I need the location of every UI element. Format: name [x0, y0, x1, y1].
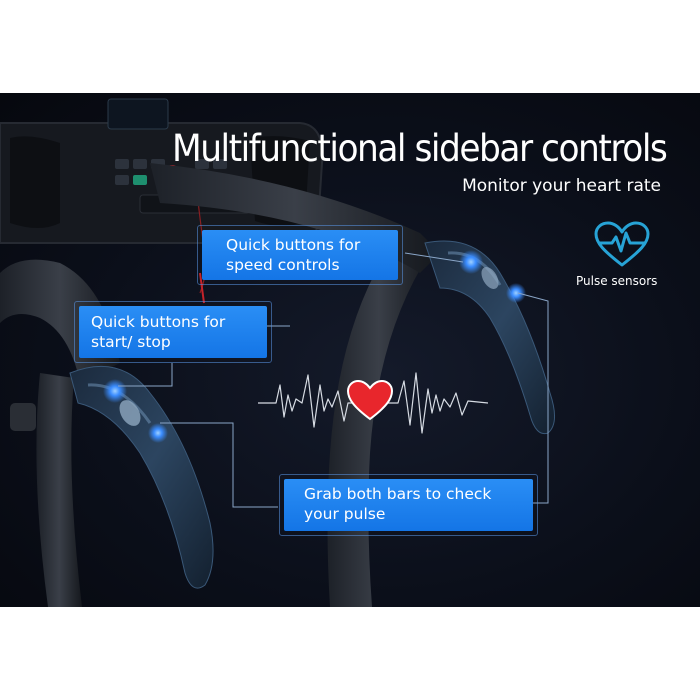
- heart-icon: [346, 379, 394, 421]
- callout-leaders: [118, 252, 549, 508]
- left-upright: [36, 373, 82, 607]
- subheadline: Monitor your heart rate: [462, 176, 661, 196]
- speed-controls-text: Quick buttons for speed controls: [202, 230, 398, 280]
- left-pulse-sensor: [119, 400, 141, 426]
- headline: Multifunctional sidebar controls: [172, 127, 668, 170]
- pulse-check-text: Grab both bars to check your pulse: [284, 479, 533, 531]
- left-grip[interactable]: [69, 365, 214, 589]
- start-stop-callout: Quick buttons for start/ stop: [74, 301, 272, 363]
- start-stop-text: Quick buttons for start/ stop: [79, 306, 267, 358]
- right-pulse-sensor: [481, 267, 499, 289]
- heart-pulse-icon: [594, 221, 650, 267]
- product-scene: Multifunctional sidebar controls Monitor…: [0, 93, 700, 607]
- speed-button-up[interactable]: [459, 250, 483, 274]
- pulse-check-callout: Grab both bars to check your pulse: [279, 474, 538, 536]
- side-knob: [10, 403, 36, 431]
- start-button[interactable]: [103, 379, 127, 403]
- stop-button[interactable]: [148, 423, 168, 443]
- pulse-sensors-label: Pulse sensors: [576, 274, 658, 288]
- speed-controls-callout: Quick buttons for speed controls: [197, 225, 403, 285]
- heartbeat-graphic: [258, 372, 488, 434]
- speed-button-down[interactable]: [506, 283, 526, 303]
